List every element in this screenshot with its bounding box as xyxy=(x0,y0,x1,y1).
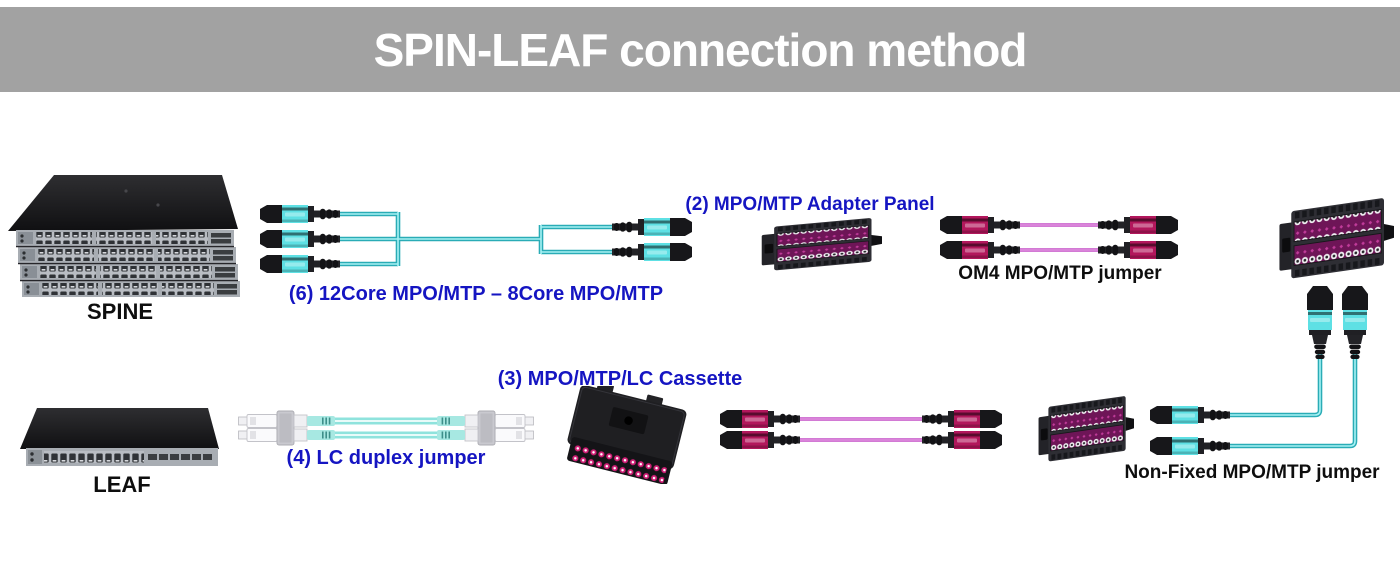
leaf-label: LEAF xyxy=(93,472,151,497)
title-banner: SPIN-LEAF connection method xyxy=(0,7,1400,92)
cassette-label: (3) MPO/MTP/LC Cassette xyxy=(497,368,743,390)
harness-label: (6) 12Core MPO/MTP – 8Core MPO/MTP xyxy=(288,283,664,305)
spine-label: SPINE xyxy=(86,299,154,324)
om4-jumper-label: OM4 MPO/MTP jumper xyxy=(958,263,1162,284)
leaf-switch-image xyxy=(20,408,219,466)
mpo-adapter-panel-image-right xyxy=(1278,198,1394,281)
mpo-connector-icon xyxy=(260,205,340,223)
om4-jumper-image-lower xyxy=(720,410,1002,449)
om4-jumper-image xyxy=(940,216,1178,259)
page-title: SPIN-LEAF connection method xyxy=(373,23,1028,76)
nonfixed-jumper-image xyxy=(1150,286,1368,455)
lc-jumper-label: (4) LC duplex jumper xyxy=(286,447,486,469)
cassette-image xyxy=(562,386,690,484)
lc-jumper-image xyxy=(238,410,534,446)
spine-switch-image xyxy=(8,175,240,297)
nonfixed-jumper-label: Non-Fixed MPO/MTP jumper xyxy=(1124,462,1380,483)
mpo-adapter-panel-image xyxy=(761,218,882,273)
adapter-panel-label: (2) MPO/MTP Adapter Panel xyxy=(685,194,935,215)
harness-cable-image xyxy=(260,205,692,273)
mpo-adapter-panel-image-lower xyxy=(1038,396,1134,464)
